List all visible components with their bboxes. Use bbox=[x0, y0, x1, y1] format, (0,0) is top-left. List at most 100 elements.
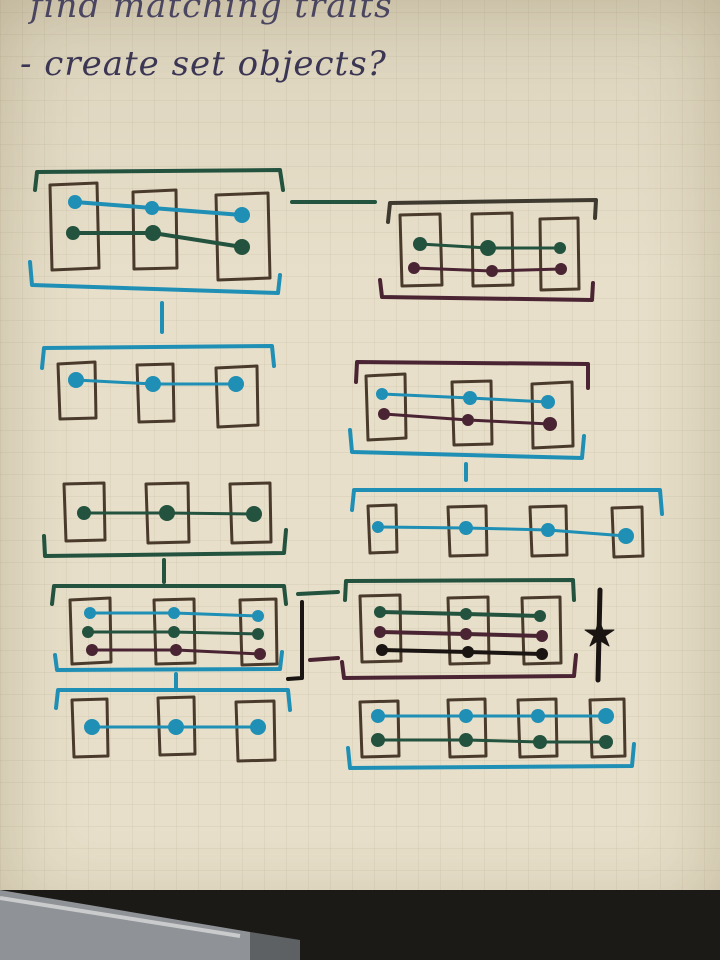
trait-dot bbox=[534, 610, 546, 622]
set-box bbox=[446, 697, 488, 759]
set-box bbox=[152, 597, 197, 666]
star-icon bbox=[584, 619, 615, 647]
trait-dot bbox=[68, 195, 82, 209]
set-diagram-sketch bbox=[28, 168, 664, 770]
group-row3-right bbox=[350, 488, 664, 559]
set-box bbox=[470, 211, 515, 288]
connector bbox=[286, 600, 304, 681]
trait-dot bbox=[536, 648, 548, 660]
trait-dot bbox=[145, 376, 161, 392]
trait-dot bbox=[541, 395, 555, 409]
trait-dot bbox=[459, 733, 473, 747]
set-box bbox=[530, 380, 575, 450]
trait-dot bbox=[77, 506, 91, 520]
trait-dot bbox=[555, 263, 567, 275]
trait-dot bbox=[168, 626, 180, 638]
set-box bbox=[358, 699, 401, 759]
bracket bbox=[33, 168, 285, 192]
trait-dot bbox=[408, 262, 420, 274]
connector bbox=[308, 656, 340, 662]
set-box bbox=[238, 597, 279, 667]
trait-dot bbox=[541, 523, 555, 537]
trait-dot bbox=[459, 709, 473, 723]
notebook-page bbox=[0, 0, 720, 915]
handwritten-note-line-1: find matching traits bbox=[30, 0, 393, 26]
set-box bbox=[366, 503, 399, 555]
bracket bbox=[50, 584, 288, 606]
trait-dot bbox=[145, 201, 159, 215]
group-top-left bbox=[28, 168, 285, 295]
bracket bbox=[350, 488, 664, 516]
group-row5-right bbox=[346, 697, 636, 770]
trait-dot bbox=[234, 207, 250, 223]
set-box bbox=[446, 595, 491, 666]
set-box bbox=[131, 188, 179, 271]
set-box bbox=[214, 191, 272, 282]
bracket bbox=[348, 428, 586, 460]
trait-dot bbox=[250, 719, 266, 735]
bracket bbox=[42, 528, 288, 558]
group-top-right bbox=[378, 198, 598, 302]
bracket bbox=[28, 260, 282, 295]
trait-dot bbox=[168, 719, 184, 735]
trait-dot bbox=[252, 610, 264, 622]
bracket bbox=[54, 688, 292, 712]
trait-dot bbox=[462, 414, 474, 426]
set-box bbox=[446, 504, 489, 558]
trait-dot bbox=[145, 225, 161, 241]
set-box bbox=[228, 481, 273, 545]
trait-dot bbox=[459, 521, 473, 535]
trait-dot bbox=[371, 733, 385, 747]
set-box bbox=[234, 699, 277, 763]
trait-dot bbox=[460, 608, 472, 620]
trait-dot bbox=[168, 607, 180, 619]
set-box bbox=[135, 362, 176, 424]
bracket bbox=[378, 278, 595, 302]
trait-dot bbox=[536, 630, 548, 642]
set-box bbox=[364, 372, 408, 442]
trait-dot bbox=[84, 719, 100, 735]
trait-dot bbox=[234, 239, 250, 255]
trait-dot bbox=[554, 242, 566, 254]
set-box bbox=[70, 697, 110, 759]
trait-dot bbox=[376, 388, 388, 400]
set-box bbox=[62, 481, 107, 543]
bracket bbox=[386, 198, 598, 224]
set-box bbox=[450, 379, 494, 447]
group-row2-right bbox=[348, 360, 590, 460]
group-row2-left bbox=[40, 344, 276, 429]
set-box bbox=[588, 697, 627, 759]
set-box bbox=[538, 216, 581, 292]
trait-dot bbox=[598, 708, 614, 724]
set-box bbox=[156, 695, 197, 757]
trait-dot bbox=[374, 626, 386, 638]
set-box bbox=[56, 360, 98, 421]
trait-dot bbox=[254, 648, 266, 660]
set-box bbox=[520, 595, 563, 666]
trait-dot bbox=[376, 644, 388, 656]
trait-dot bbox=[252, 628, 264, 640]
trait-dot bbox=[413, 237, 427, 251]
group-row4-left bbox=[50, 584, 288, 672]
trait-dot bbox=[228, 376, 244, 392]
trait-line bbox=[376, 525, 628, 538]
trait-dot bbox=[246, 506, 262, 522]
set-box bbox=[144, 481, 191, 545]
group-row3-left bbox=[42, 481, 288, 558]
group-row4-right bbox=[340, 578, 615, 683]
trait-dot bbox=[460, 628, 472, 640]
group-row5-left bbox=[54, 688, 292, 763]
trait-dot bbox=[86, 644, 98, 656]
trait-dot bbox=[599, 735, 613, 749]
pen bbox=[0, 890, 720, 960]
handwritten-note-line-2: - create set objects? bbox=[20, 44, 387, 84]
trait-dot bbox=[462, 646, 474, 658]
set-box bbox=[610, 505, 645, 559]
trait-dot bbox=[68, 372, 84, 388]
trait-dot bbox=[378, 408, 390, 420]
bracket bbox=[346, 742, 636, 770]
bracket bbox=[354, 360, 590, 390]
trait-dot bbox=[618, 528, 634, 544]
trait-dot bbox=[170, 644, 182, 656]
trait-dot bbox=[533, 735, 547, 749]
